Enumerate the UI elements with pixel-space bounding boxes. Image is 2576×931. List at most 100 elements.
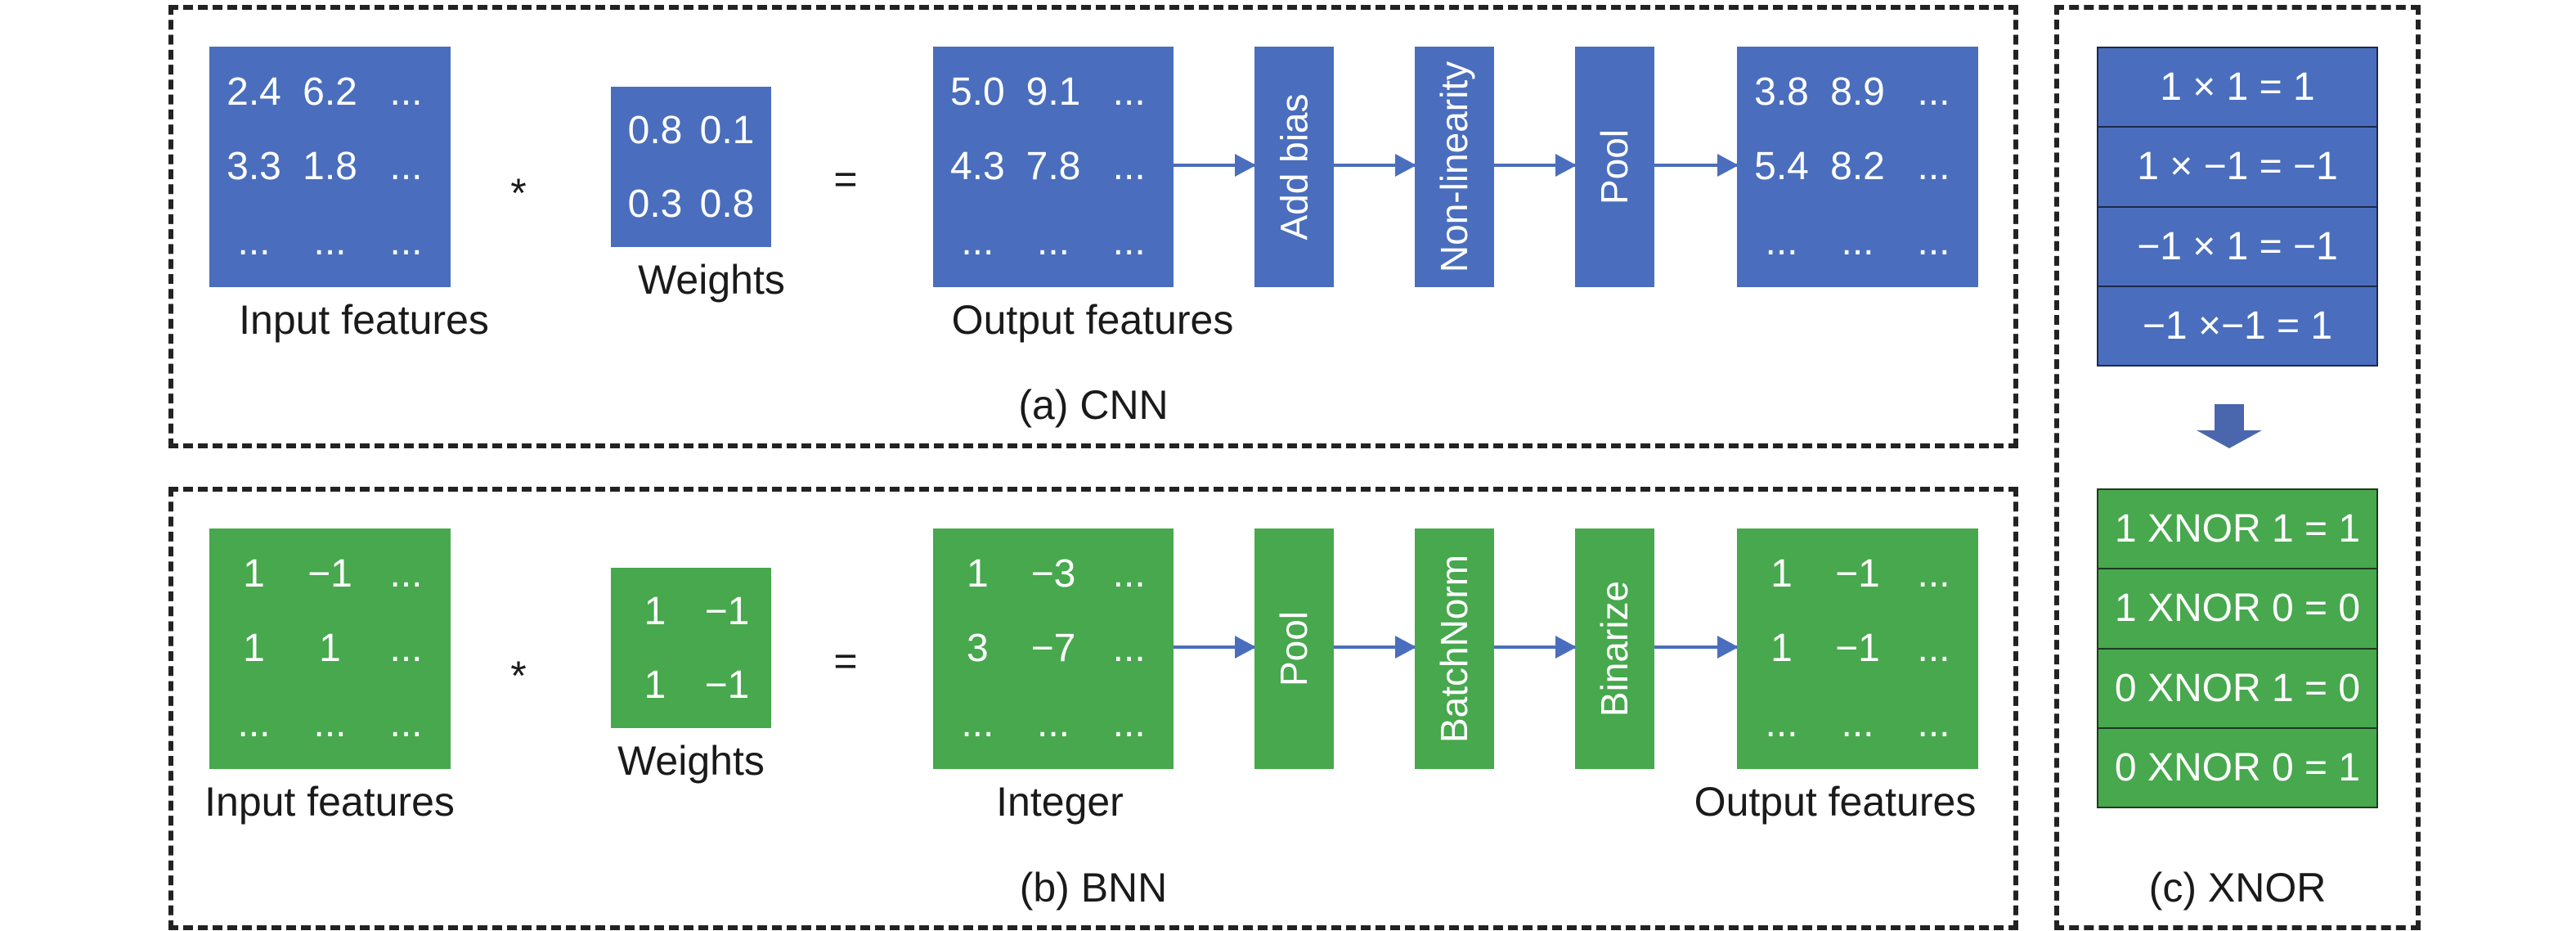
xnor-row: 0 XNOR 0 = 1 (2114, 745, 2361, 789)
xnor-row: 1 XNOR 0 = 0 (2098, 569, 2376, 650)
matrix-cell: −1 (704, 589, 750, 633)
bnn-convolution-operator: * (510, 653, 527, 699)
flow-arrow (1334, 636, 1416, 659)
matrix-cell: ... (1917, 70, 1950, 115)
bnn-weights-matrix: 1 −1 1 −1 (611, 568, 771, 728)
matrix-cell: ... (1917, 552, 1950, 596)
stage-label: BatchNorm (1433, 554, 1476, 744)
matrix-cell: ... (389, 627, 423, 671)
matrix-cell: −7 (1030, 627, 1076, 671)
matrix-cell: ... (389, 145, 423, 189)
flow-arrow (1654, 154, 1739, 177)
matrix-cell: ... (389, 219, 423, 263)
matrix-cell: ... (1917, 701, 1950, 745)
bnn-weights-label: Weights (617, 738, 765, 784)
matrix-cell: ... (1765, 701, 1798, 745)
cnn-weights-matrix: 0.8 0.1 0.3 0.8 (611, 87, 771, 247)
cnn-stage-pool: Pool (1575, 47, 1654, 287)
matrix-cell: ... (1112, 627, 1146, 671)
bnn-caption: (b) BNN (1019, 865, 1168, 911)
bnn-integer-matrix: 1 −3 ... 3 −7 ... ... ... ... (933, 528, 1174, 769)
cnn-weights-label: Weights (638, 257, 785, 303)
matrix-cell: 3 (966, 627, 989, 671)
multiplication-row: −1 ×−1 = 1 (2142, 304, 2333, 348)
bnn-input-label: Input features (204, 779, 455, 825)
cnn-stage-non-linearity: Non-linearity (1415, 47, 1494, 287)
matrix-cell: ... (1036, 219, 1070, 263)
cnn-caption: (a) CNN (1018, 382, 1169, 428)
xnor-row: 1 XNOR 1 = 1 (2098, 490, 2376, 570)
bnn-integer-label: Integer (996, 779, 1124, 825)
flow-arrow (1334, 154, 1416, 177)
cnn-output-matrix: 5.0 9.1 ... 4.3 7.8 ... ... ... ... (933, 47, 1174, 287)
matrix-cell: ... (237, 701, 271, 745)
matrix-cell: 7.8 (1025, 145, 1081, 189)
bnn-output-matrix: 1 −1 ... 1 −1 ... ... ... ... (1737, 528, 1978, 769)
matrix-cell: 0.3 (627, 182, 683, 226)
multiplication-table: 1 × 1 = 1 1 × −1 = −1 −1 × 1 = −1 −1 ×−1… (2097, 47, 2378, 367)
matrix-cell: 1 (243, 552, 265, 596)
matrix-cell: ... (1112, 701, 1146, 745)
stage-label: Pool (1272, 610, 1316, 687)
matrix-cell: 8.9 (1830, 70, 1885, 115)
bnn-output-label: Output features (1694, 779, 1977, 825)
matrix-cell: 1 (319, 627, 341, 671)
cnn-convolution-operator: * (510, 170, 527, 216)
matrix-cell: 5.0 (949, 70, 1005, 115)
matrix-cell: 1.8 (303, 145, 357, 189)
flow-arrow (1654, 636, 1739, 659)
stage-label: Non-linearity (1433, 61, 1476, 273)
bnn-input-matrix: 1 −1 ... 1 1 ... ... ... ... (209, 528, 451, 769)
matrix-cell: 0.8 (627, 108, 683, 152)
bnn-stage-pool: Pool (1254, 528, 1334, 769)
matrix-cell: −3 (1030, 552, 1076, 596)
cnn-final-matrix: 3.8 8.9 ... 5.4 8.2 ... ... ... ... (1737, 47, 1978, 287)
matrix-cell: ... (961, 701, 994, 745)
matrix-cell: −1 (307, 552, 352, 596)
matrix-cell: ... (1917, 219, 1950, 263)
matrix-cell: −1 (1835, 552, 1880, 596)
matrix-cell: ... (1112, 145, 1146, 189)
stage-label: Add bias (1272, 93, 1316, 241)
flow-arrow (1174, 636, 1256, 659)
matrix-cell: ... (313, 701, 347, 745)
matrix-cell: ... (237, 219, 271, 263)
matrix-cell: 1 (1770, 627, 1793, 671)
cnn-input-matrix: 2.4 6.2 ... 3.3 1.8 ... ... ... ... (209, 47, 451, 287)
matrix-cell: 1 (243, 627, 265, 671)
matrix-cell: ... (389, 70, 423, 115)
matrix-cell: ... (1841, 219, 1874, 263)
matrix-cell: ... (1112, 219, 1146, 263)
flow-arrow (1494, 636, 1577, 659)
matrix-cell: 1 (644, 589, 666, 633)
cnn-output-label: Output features (951, 297, 1234, 343)
multiplication-row: −1 × 1 = −1 (2098, 208, 2376, 287)
xnor-table: 1 XNOR 1 = 1 1 XNOR 0 = 0 0 XNOR 1 = 0 0… (2097, 488, 2378, 808)
matrix-cell: 9.1 (1025, 70, 1081, 115)
multiplication-row: 1 × 1 = 1 (2098, 48, 2376, 128)
matrix-cell: 2.4 (227, 70, 281, 115)
matrix-cell: 1 (966, 552, 989, 596)
down-arrow-icon (2197, 404, 2262, 448)
cnn-input-label: Input features (239, 297, 489, 343)
matrix-cell: 3.3 (227, 145, 281, 189)
matrix-cell: ... (1917, 627, 1950, 671)
matrix-cell: 6.2 (303, 70, 357, 115)
matrix-cell: ... (1112, 70, 1146, 115)
flow-arrow (1494, 154, 1577, 177)
cnn-panel (168, 5, 2018, 448)
matrix-cell: 1 (1770, 552, 1793, 596)
bnn-stage-batchnorm: BatchNorm (1415, 528, 1494, 769)
matrix-cell: ... (313, 219, 347, 263)
cnn-stage-add-bias: Add bias (1254, 47, 1334, 287)
bnn-stage-binarize: Binarize (1575, 528, 1654, 769)
matrix-cell: 3.8 (1754, 70, 1809, 115)
bnn-equals-operator: = (833, 638, 858, 684)
multiplication-row: 1 × −1 = −1 (2098, 128, 2376, 208)
matrix-cell: ... (389, 701, 423, 745)
xnor-caption: (c) XNOR (2148, 865, 2327, 911)
matrix-cell: −1 (704, 663, 750, 707)
matrix-cell: −1 (1835, 627, 1880, 671)
matrix-cell: 5.4 (1754, 145, 1809, 189)
xnor-row: 0 XNOR 1 = 0 (2098, 650, 2376, 729)
